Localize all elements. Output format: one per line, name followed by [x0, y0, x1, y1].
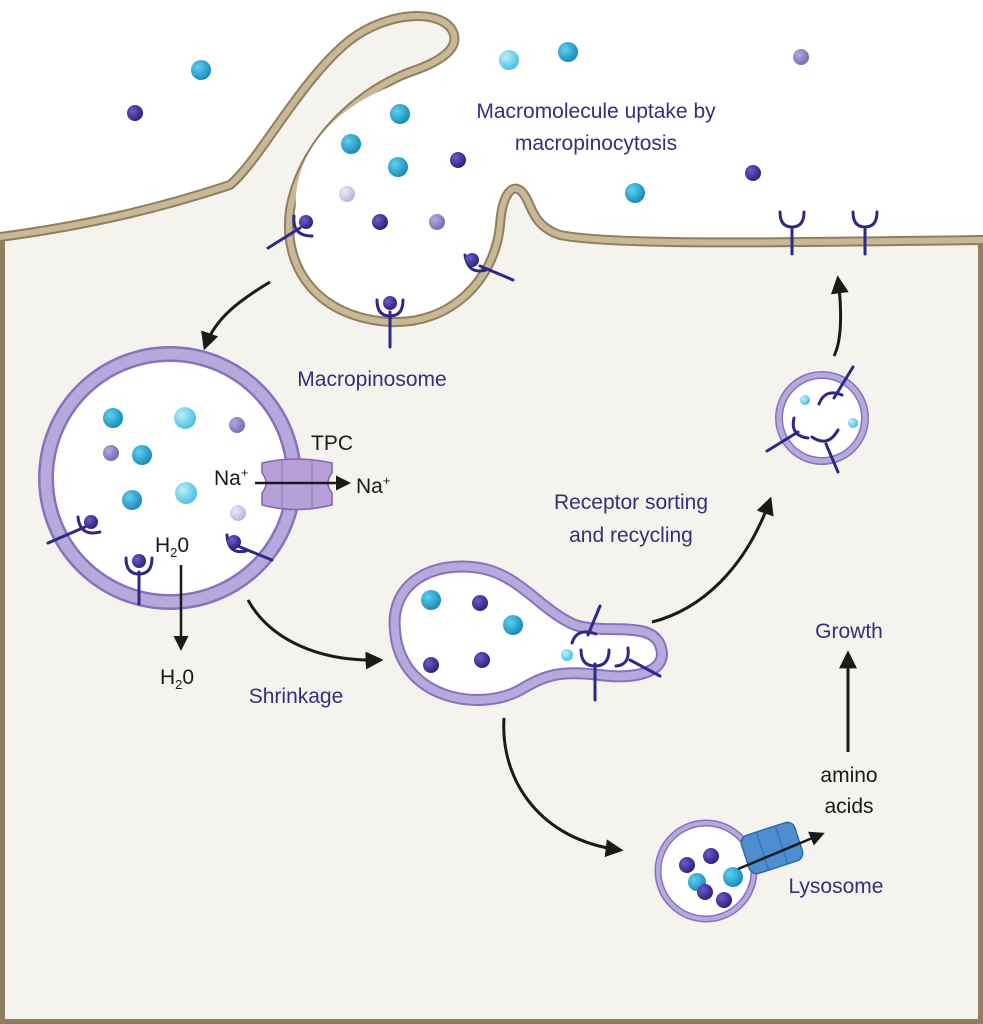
- arrow-amino-acid-efflux: [737, 831, 825, 871]
- sorting-label-line1: Receptor sorting: [554, 491, 708, 514]
- tpc-label: TPC: [311, 432, 353, 455]
- bound-receptor: [266, 214, 314, 250]
- membrane-receptors: [266, 210, 879, 349]
- amino-acid-transporter: [737, 821, 825, 875]
- growth-label: Growth: [815, 620, 883, 643]
- sodium-outside-label: Na+: [356, 473, 390, 498]
- water-outside-label: H20: [160, 666, 194, 692]
- bound-receptor: [463, 253, 515, 282]
- tpc-channel: [255, 458, 351, 511]
- amino-acids-label-line1: amino: [820, 764, 877, 787]
- arrow-shrinkage: [246, 599, 384, 670]
- lysosome: [654, 819, 758, 923]
- arrow-to-lysosome: [502, 717, 624, 858]
- lysosome-label: Lysosome: [789, 875, 884, 898]
- arrow-receptor-recycling: [651, 496, 774, 624]
- recycling-vesicle: [765, 365, 869, 474]
- shrunken-macropinosome: [388, 560, 668, 706]
- uptake-label-line2: macropinocytosis: [515, 132, 677, 155]
- plasma-membrane: [0, 11, 983, 1024]
- arrow-internalization: [201, 280, 271, 351]
- water-inside-label: H20: [155, 534, 189, 560]
- uptake-label-line1: Macromolecule uptake by: [476, 100, 716, 123]
- extracellular-molecules: [127, 42, 809, 230]
- bound-receptor: [375, 296, 405, 349]
- shrinkage-label: Shrinkage: [249, 685, 344, 708]
- arrow-return-to-membrane: [830, 275, 849, 357]
- sorting-label-line2: and recycling: [569, 524, 693, 547]
- amino-acids-label-line2: acids: [824, 795, 873, 818]
- sodium-inside-label: Na+: [214, 465, 248, 490]
- macropinosome: [38, 346, 302, 610]
- macropinosome-label: Macropinosome: [297, 368, 446, 391]
